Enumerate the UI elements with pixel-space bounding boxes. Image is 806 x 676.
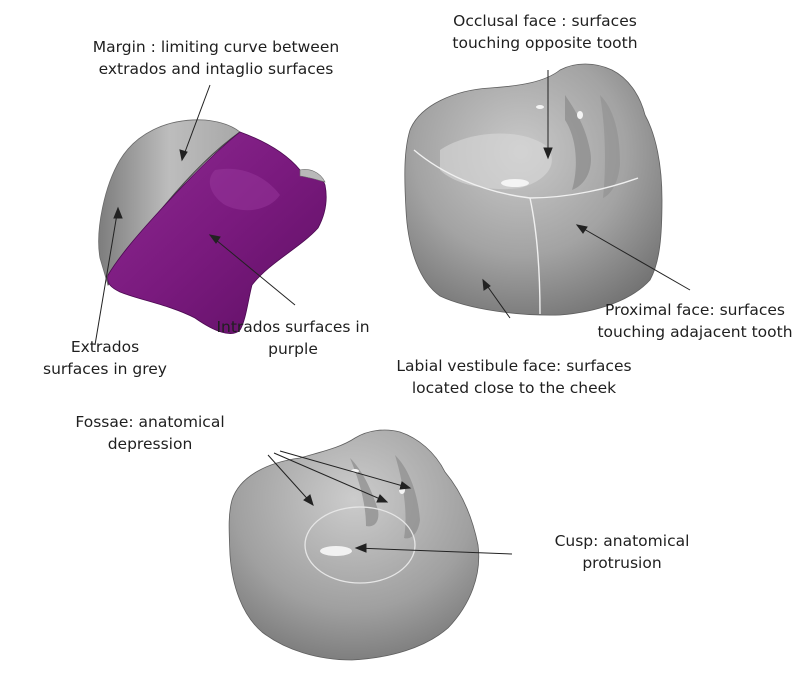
cusp-label: Cusp: anatomical protrusion (532, 530, 712, 574)
specular-spot-3 (577, 111, 583, 119)
fossae-label: Fossae: anatomical depression (50, 411, 250, 455)
occlusal-label-line1: Occlusal face : surfaces (410, 10, 680, 32)
occlusal-label-line2: touching opposite tooth (410, 32, 680, 54)
proximal-label-line2: touching adajacent tooth (586, 321, 804, 343)
crown-intrados-view (99, 120, 326, 334)
extrados-label: Extrados surfaces in grey (25, 336, 185, 380)
tooth-faces-view (405, 64, 662, 315)
labial-label-line1: Labial vestibule face: surfaces (374, 355, 654, 377)
extrados-label-line1: Extrados (25, 336, 185, 358)
cusp-label-line1: Cusp: anatomical (532, 530, 712, 552)
margin-label: Margin : limiting curve between extrados… (61, 36, 371, 80)
fossae-label-line2: depression (50, 433, 250, 455)
fossae-label-line1: Fossae: anatomical (50, 411, 250, 433)
cusp-label-line2: protrusion (532, 552, 712, 574)
extrados-label-line2: surfaces in grey (25, 358, 185, 380)
intrados-label-line1: Intrados surfaces in (198, 316, 388, 338)
intrados-label-line2: purple (198, 338, 388, 360)
proximal-label-line1: Proximal face: surfaces (586, 299, 804, 321)
intrados-label: Intrados surfaces in purple (198, 316, 388, 360)
specular-spot-2 (536, 105, 544, 109)
specular-spot (501, 179, 529, 187)
labial-label: Labial vestibule face: surfaces located … (374, 355, 654, 399)
proximal-label: Proximal face: surfaces touching adajace… (586, 299, 804, 343)
tooth-body (405, 64, 662, 315)
tooth-anatomy-view (229, 430, 479, 660)
margin-label-line1: Margin : limiting curve between (61, 36, 371, 58)
labial-label-line2: located close to the cheek (374, 377, 654, 399)
cusp-highlight (320, 546, 352, 556)
occlusal-label: Occlusal face : surfaces touching opposi… (410, 10, 680, 54)
margin-label-line2: extrados and intaglio surfaces (61, 58, 371, 80)
